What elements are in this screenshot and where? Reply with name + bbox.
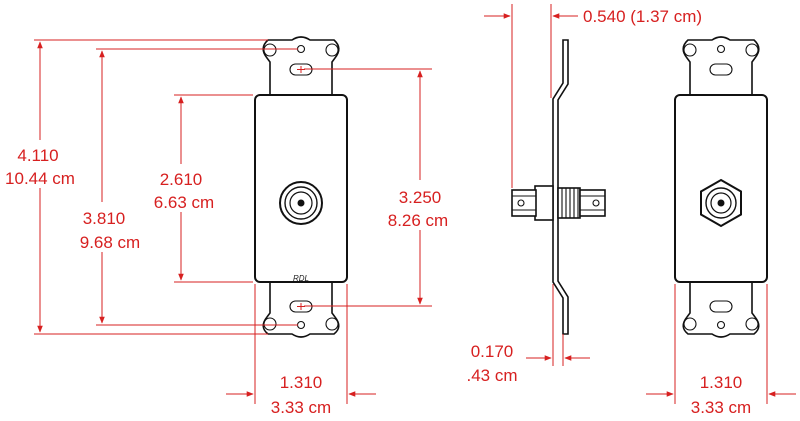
overall-height-cm: 10.44 cm [5, 169, 75, 188]
rear-bottom-slot [709, 300, 733, 313]
side-bnc-front-stud [517, 199, 525, 207]
rear-top-left-ear-hole [683, 43, 697, 57]
side-bnc-rear-body [579, 189, 606, 217]
mount-spacing-cm: 8.26 cm [388, 211, 448, 230]
thickness-cm: .43 cm [466, 366, 517, 385]
front-bottom-right-ear-hole [325, 317, 339, 331]
rear-width-inches: 1.310 [700, 373, 743, 392]
mount-spacing-label-bg [380, 180, 458, 230]
screw-spacing-inches: 3.810 [83, 209, 126, 228]
side-view [511, 39, 606, 335]
rear-bnc-ring [705, 187, 737, 219]
rear-top-slot [709, 63, 733, 76]
panel-height-cm: 6.63 cm [154, 193, 214, 212]
front-top-left-ear-hole [263, 43, 277, 57]
rear-view [674, 36, 768, 338]
front-top-right-ear-hole [325, 43, 339, 57]
front-dimensions: 4.110 10.44 cm 3.810 9.68 cm 2.610 6.63 … [0, 39, 458, 417]
bnc-connector-inner [289, 191, 313, 215]
side-bnc-rear-stud [592, 199, 600, 207]
rear-top-right-ear-hole [745, 43, 759, 57]
side-bnc-thread [557, 187, 581, 219]
mount-spacing-inches: 3.250 [399, 188, 442, 207]
rear-bnc-center-pin [717, 199, 725, 207]
rear-dimensions: 1.310 3.33 cm [646, 284, 796, 417]
side-bnc-thread-lines [561, 188, 579, 218]
side-bnc-flange-front [534, 185, 554, 221]
rear-width-cm: 3.33 cm [691, 398, 751, 417]
front-bottom-slot-center-mark [297, 303, 305, 310]
side-bnc-front-lines [512, 195, 536, 211]
screw-spacing-label-bg [74, 202, 146, 252]
overall-height-label-bg [0, 140, 80, 188]
rear-top-strap [682, 36, 760, 96]
rear-bottom-right-ear-hole [745, 317, 759, 331]
front-width-inches: 1.310 [280, 373, 323, 392]
front-width-cm: 3.33 cm [271, 398, 331, 417]
screw-spacing-cm: 9.68 cm [80, 233, 140, 252]
bnc-center-pin [297, 199, 305, 207]
overall-height-inches: 4.110 [17, 146, 58, 165]
front-top-slot-center-mark [297, 66, 305, 73]
front-view: RDL [254, 36, 348, 338]
rear-bottom-screw-hole [716, 320, 726, 330]
thickness-inches: 0.170 [471, 342, 514, 361]
rear-bnc-inner [710, 192, 732, 214]
brand-mark: RDL [293, 274, 309, 283]
side-dimensions: 0.540 (1.37 cm) 0.170 .43 cm [466, 4, 702, 385]
rear-top-screw-hole [716, 44, 726, 54]
front-bottom-left-ear-hole [263, 317, 277, 331]
panel-height-label-bg [146, 164, 220, 212]
rear-bottom-left-ear-hole [683, 317, 697, 331]
side-plate [552, 39, 569, 335]
side-bnc-rear-lines [580, 195, 605, 211]
bnc-connector-ring [284, 186, 318, 220]
depth-label: 0.540 (1.37 cm) [583, 7, 702, 26]
panel-height-inches: 2.610 [160, 170, 203, 189]
